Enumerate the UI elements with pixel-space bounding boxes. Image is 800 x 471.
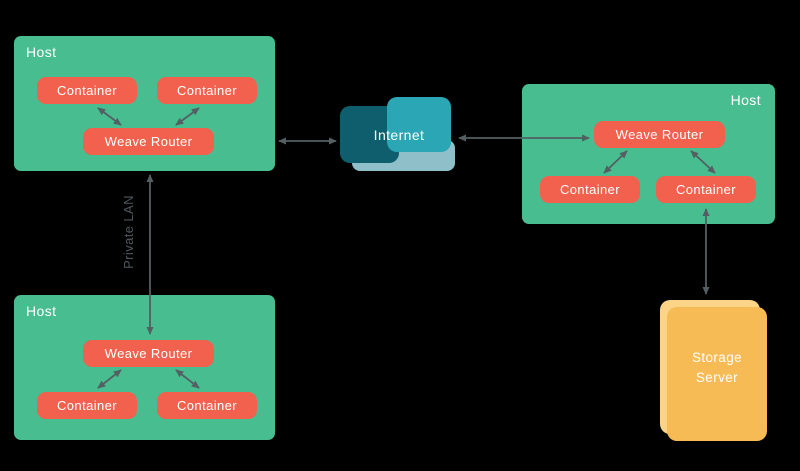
- host-bottom-left: Host Weave Router Container Container: [14, 295, 275, 440]
- arrow-r-router-container-b: [690, 150, 716, 174]
- container-node: Container: [540, 176, 640, 203]
- arrow-bl-router-container-b: [175, 369, 200, 389]
- private-lan-label: Private LAN: [121, 195, 136, 269]
- internet-label: Internet: [373, 127, 425, 143]
- internet-mid-block: [387, 97, 451, 152]
- container-node: Container: [37, 77, 137, 104]
- container-node: Container: [37, 392, 137, 419]
- storage-server-front-layer: [667, 307, 767, 441]
- host-right: Host Weave Router Container Container: [522, 84, 775, 224]
- container-node: Container: [157, 77, 257, 104]
- arrow-bl-router-container-a: [97, 369, 122, 389]
- arrow-r-router-container-a: [603, 150, 628, 174]
- container-node: Container: [656, 176, 756, 203]
- host-label: Host: [26, 44, 57, 60]
- host-label: Host: [730, 92, 761, 108]
- host-label: Host: [26, 303, 57, 319]
- arrow-tl-router-container-b: [175, 107, 200, 126]
- weave-router-node: Weave Router: [83, 128, 214, 155]
- storage-server-label: Storage Server: [691, 350, 743, 385]
- arrow-tl-router-container-a: [97, 107, 122, 126]
- weave-router-node: Weave Router: [594, 121, 725, 148]
- weave-router-node: Weave Router: [83, 340, 214, 367]
- host-top-left: Host Container Container Weave Router: [14, 36, 275, 171]
- internet-node: Internet: [340, 97, 458, 173]
- storage-server-node: Storage Server: [660, 300, 767, 441]
- container-node: Container: [157, 392, 257, 419]
